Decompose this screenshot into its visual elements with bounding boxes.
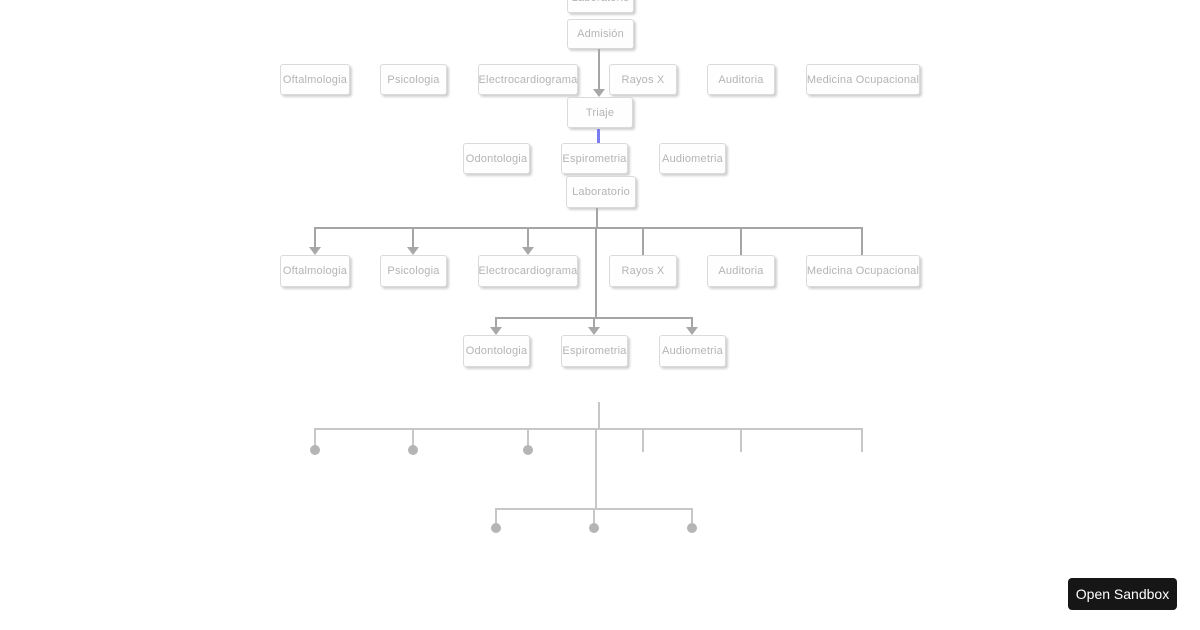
connector-laboratorio-stem	[596, 208, 598, 227]
connector-departments-hline	[314, 227, 863, 229]
node-psicologia-2: Psicologia	[380, 255, 447, 287]
node-oftalmologia-2: Oftalmologia	[280, 255, 350, 287]
node-auditoria-1: Auditoria	[707, 64, 775, 95]
connector-drop-odontologia	[495, 319, 497, 328]
faded-drop-7	[495, 510, 497, 524]
faded-connector-hline-narrow	[495, 508, 693, 510]
arrow-down-marker	[686, 327, 698, 335]
arrow-down-marker	[522, 247, 534, 255]
arrow-down-marker	[309, 247, 321, 255]
arrow-down-marker	[490, 327, 502, 335]
faded-drop-3	[527, 430, 529, 446]
faded-central-trunk	[595, 430, 597, 508]
node-placeholder-dot	[523, 445, 533, 455]
connector-drop-oftalmologia	[314, 229, 316, 248]
faded-drop-9	[691, 510, 693, 524]
node-placeholder-dot	[687, 523, 697, 533]
node-espirometria-2: Espirometria	[561, 335, 628, 367]
node-oftalmologia-1: Oftalmologia	[280, 64, 350, 95]
node-odontologia-2: Odontologia	[463, 335, 530, 367]
faded-drop-8	[593, 510, 595, 524]
faded-drop-1	[314, 430, 316, 446]
arrow-down-marker	[407, 247, 419, 255]
node-odontologia-1: Odontologia	[463, 143, 530, 174]
node-triaje: Triaje	[567, 97, 633, 128]
node-laboratorio-top: Laboratorio	[567, 0, 634, 13]
node-laboratorio-mid: Laboratorio	[566, 176, 636, 208]
connector-exams-hline	[495, 317, 693, 319]
connector-drop-medicina	[861, 229, 863, 255]
node-audiometria-2: Audiometria	[659, 335, 726, 367]
node-medicina-ocupacional-1: Medicina Ocupacional	[806, 64, 920, 95]
arrow-down-marker	[588, 327, 600, 335]
node-electrocardiograma-1: Electrocardiograma	[478, 64, 578, 95]
node-psicologia-1: Psicologia	[380, 64, 447, 95]
open-sandbox-button[interactable]: Open Sandbox	[1068, 578, 1177, 610]
node-placeholder-dot	[408, 445, 418, 455]
node-electrocardiograma-2: Electrocardiograma	[478, 255, 578, 287]
faded-drop-2	[412, 430, 414, 446]
node-auditoria-2: Auditoria	[707, 255, 775, 287]
node-placeholder-dot	[491, 523, 501, 533]
connector-active-triaje-espirometria	[597, 129, 600, 143]
connector-drop-espirometria	[593, 319, 595, 328]
node-espirometria-1: Espirometria	[561, 143, 628, 174]
node-placeholder-dot	[589, 523, 599, 533]
faded-connector-stem	[598, 402, 600, 428]
node-medicina-ocupacional-2: Medicina Ocupacional	[806, 255, 920, 287]
connector-drop-rayos-x	[642, 229, 644, 255]
node-admision: Admisión	[567, 19, 634, 49]
node-rayos-x-1: Rayos X	[609, 64, 677, 95]
connector-central-trunk	[595, 229, 597, 317]
connector-drop-auditoria	[740, 229, 742, 255]
faded-drop-5	[740, 430, 742, 452]
connector-drop-audiometria	[691, 319, 693, 328]
faded-drop-6	[861, 428, 863, 452]
connector-drop-psicologia	[412, 229, 414, 248]
arrow-down-marker	[593, 89, 605, 97]
node-rayos-x-2: Rayos X	[609, 255, 677, 287]
node-audiometria-1: Audiometria	[659, 143, 726, 174]
faded-drop-4	[642, 430, 644, 452]
connector-drop-electrocardiograma	[527, 229, 529, 248]
node-placeholder-dot	[310, 445, 320, 455]
faded-connector-hline-wide	[314, 428, 863, 430]
connector-admision-triaje	[598, 49, 600, 89]
